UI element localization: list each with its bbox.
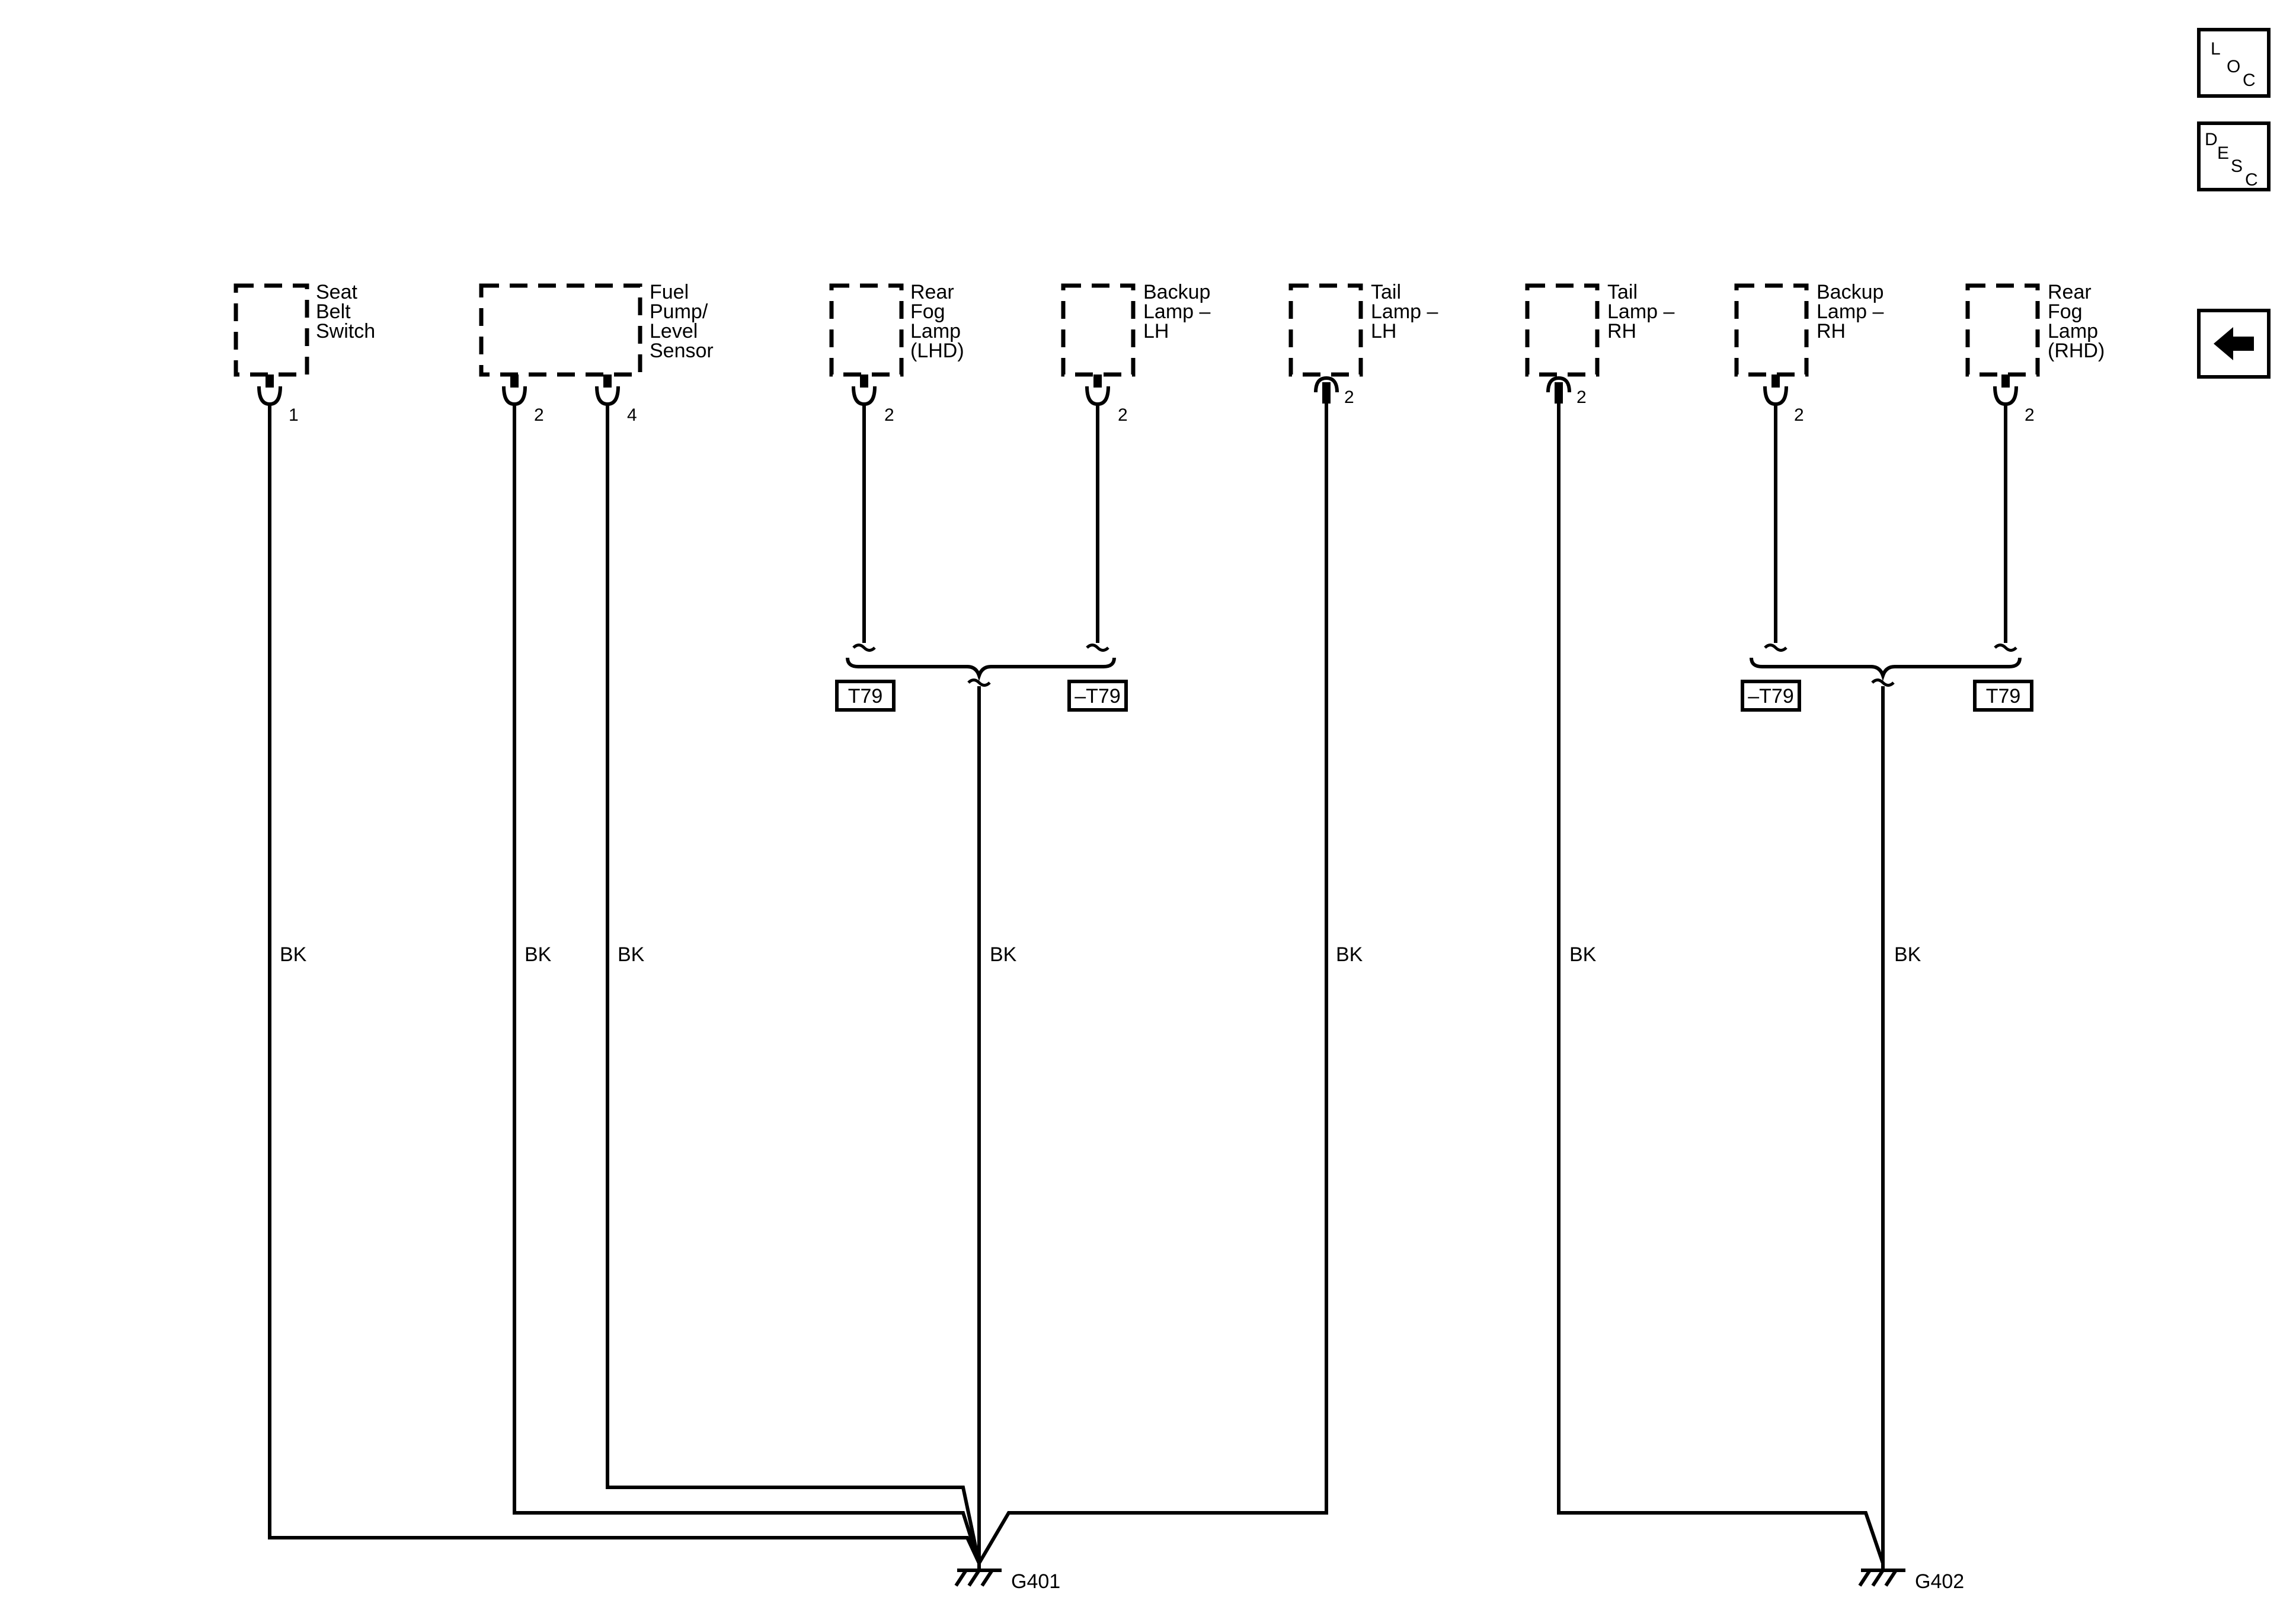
svg-text:Sensor: Sensor — [650, 340, 714, 362]
wires — [268, 404, 2007, 1564]
seat-belt-switch-label: Seat Belt Switch — [316, 281, 375, 343]
rear-fog-lamp-rhd-box[interactable] — [1965, 283, 2040, 377]
desc-button[interactable]: D E S C — [2197, 121, 2271, 191]
pin-number: 2 — [1344, 388, 1354, 407]
svg-text:(RHD): (RHD) — [2048, 340, 2105, 362]
pin-number: 2 — [534, 405, 544, 425]
tail-lamp-rh-label: Tail Lamp – RH — [1607, 281, 1674, 343]
svg-text:RH: RH — [1607, 320, 1636, 343]
wire-color-label: BK — [990, 943, 1017, 966]
rear-fog-lamp-lhd-label: Rear Fog Lamp (LHD) — [910, 281, 964, 362]
female-terminal-icon — [257, 375, 282, 406]
loc-letter-c: C — [2243, 71, 2256, 90]
female-terminal-icon — [502, 375, 527, 406]
wire-color-label: BK — [1569, 943, 1597, 966]
svg-text:Rear: Rear — [2048, 281, 2092, 303]
svg-text:Tail: Tail — [1607, 281, 1638, 303]
splice-brace-left — [846, 644, 1116, 687]
male-terminal-icon — [1546, 376, 1571, 404]
svg-text:Lamp –: Lamp – — [1817, 300, 1884, 323]
tail-lamp-rh-box[interactable] — [1525, 283, 1600, 377]
ground-label-g401: G401 — [1011, 1570, 1060, 1593]
svg-text:RH: RH — [1817, 320, 1846, 343]
svg-text:Fog: Fog — [910, 300, 945, 323]
backup-lamp-rh-label: Backup Lamp – RH — [1817, 281, 1884, 343]
svg-text:(LHD): (LHD) — [910, 340, 964, 362]
svg-text:LH: LH — [1371, 320, 1396, 343]
svg-text:Fuel: Fuel — [650, 281, 689, 303]
svg-text:–T79: –T79 — [1075, 685, 1121, 708]
backup-lamp-lh-box[interactable] — [1061, 283, 1136, 377]
svg-text:Switch: Switch — [316, 320, 375, 343]
male-terminal-icon — [1314, 376, 1339, 404]
rear-fog-lamp-lhd-box[interactable] — [829, 283, 904, 377]
svg-text:Seat: Seat — [316, 281, 357, 303]
wire-color-label: BK — [525, 943, 552, 966]
rear-fog-lamp-rhd-label: Rear Fog Lamp (RHD) — [2048, 281, 2105, 362]
fuel-pump-label: Fuel Pump/ Level Sensor — [650, 281, 714, 362]
condition-box-left-a: T79 — [835, 680, 896, 712]
svg-text:Rear: Rear — [910, 281, 954, 303]
svg-text:Backup: Backup — [1143, 281, 1210, 303]
wire-color-label: BK — [1336, 943, 1363, 966]
seat-belt-switch-box[interactable] — [234, 283, 309, 377]
female-terminal-icon — [595, 375, 620, 406]
svg-text:Tail: Tail — [1371, 281, 1401, 303]
pin-number: 2 — [2025, 405, 2035, 425]
condition-box-right-b: T79 — [1973, 680, 2033, 712]
tail-lamp-lh-box[interactable] — [1288, 283, 1363, 377]
svg-text:Backup: Backup — [1817, 281, 1884, 303]
svg-text:Belt: Belt — [316, 300, 351, 323]
backup-lamp-rh-box[interactable] — [1734, 283, 1809, 377]
loc-button[interactable]: L O C — [2197, 28, 2271, 98]
svg-text:T79: T79 — [1986, 685, 2021, 708]
pin-number: 1 — [289, 405, 299, 425]
svg-text:T79: T79 — [848, 685, 883, 708]
fuel-pump-box[interactable] — [479, 283, 642, 377]
wire-color-label: BK — [280, 943, 307, 966]
condition-box-right-a: –T79 — [1741, 680, 1801, 712]
svg-text:Fog: Fog — [2048, 300, 2083, 323]
desc-letter-c: C — [2245, 170, 2258, 190]
svg-text:Lamp: Lamp — [2048, 320, 2098, 343]
female-terminal-icon — [1763, 375, 1788, 406]
svg-text:Lamp: Lamp — [910, 320, 961, 343]
pin-number: 4 — [627, 405, 637, 425]
svg-text:Lamp –: Lamp – — [1371, 300, 1438, 323]
ground-icon — [954, 1562, 1002, 1587]
svg-text:Lamp –: Lamp – — [1143, 300, 1210, 323]
loc-letter-o: O — [2227, 57, 2240, 76]
desc-letter-d: D — [2205, 130, 2218, 149]
svg-text:Pump/: Pump/ — [650, 300, 708, 323]
pin-number: 2 — [884, 405, 894, 425]
female-terminal-icon — [1993, 375, 2018, 406]
svg-text:Level: Level — [650, 320, 698, 343]
pin-number: 2 — [1576, 388, 1587, 407]
svg-text:–T79: –T79 — [1748, 685, 1794, 708]
back-button[interactable] — [2197, 309, 2271, 379]
svg-text:Lamp –: Lamp – — [1607, 300, 1674, 323]
backup-lamp-lh-label: Backup Lamp – LH — [1143, 281, 1210, 343]
splice-brace-right — [1750, 644, 2022, 687]
loc-letter-l: L — [2211, 39, 2221, 59]
ground-label-g402: G402 — [1915, 1570, 1964, 1593]
desc-letter-e: E — [2217, 143, 2229, 163]
tail-lamp-lh-label: Tail Lamp – LH — [1371, 281, 1438, 343]
wire-color-label: BK — [618, 943, 645, 966]
female-terminal-icon — [852, 375, 877, 406]
female-terminal-icon — [1085, 375, 1110, 406]
ground-icon — [1858, 1562, 1905, 1587]
pin-number: 2 — [1118, 405, 1128, 425]
desc-letter-s: S — [2231, 156, 2243, 176]
svg-text:LH: LH — [1143, 320, 1169, 343]
wire-color-label: BK — [1894, 943, 1921, 966]
pin-number: 2 — [1794, 405, 1804, 425]
arrow-left-icon — [2214, 327, 2254, 360]
condition-box-left-b: –T79 — [1067, 680, 1128, 712]
